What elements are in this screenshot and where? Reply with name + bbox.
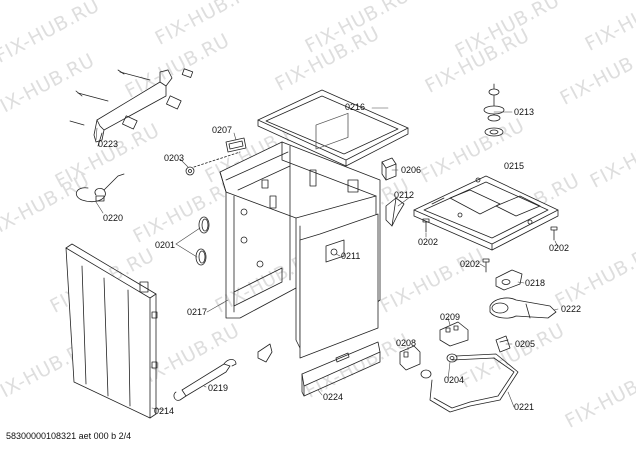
bellows-0205-drawing: [495, 335, 511, 353]
part-label-0205: 0205: [515, 339, 536, 349]
part-label-0221: 0221: [514, 402, 535, 412]
part-label-0216: 0216: [345, 102, 366, 112]
hose-0218-drawing: [495, 269, 523, 291]
leader-lines: [95, 107, 559, 411]
part-label-0206: 0206: [401, 165, 422, 175]
part-label-0218: 0218: [525, 278, 546, 288]
wire-0221-drawing: [429, 353, 519, 413]
part-label-0201: 0201: [155, 240, 176, 250]
part-label-0212: 0212: [394, 190, 415, 200]
back-panel-0211-drawing: [299, 213, 379, 359]
part-label-0219: 0219: [208, 383, 229, 393]
side-panel-0214-drawing: [65, 243, 158, 419]
worktop-0216-drawing: [257, 89, 409, 167]
screws-0202-drawing: [422, 218, 558, 273]
part-label-0222: 0222: [561, 304, 582, 314]
part-label-0215: 0215: [504, 161, 525, 171]
wrench-0219-drawing: [173, 359, 237, 401]
module-0209-drawing: [439, 321, 469, 347]
cable-0220-drawing: [75, 173, 125, 203]
part-label-0220: 0220: [103, 213, 124, 223]
connector-0208-drawing: [399, 345, 421, 371]
document-reference: 58300000108321 aet 000 b 2/4: [6, 431, 132, 441]
part-label-0209: 0209: [440, 312, 461, 322]
part-label-0202: 0202: [549, 243, 570, 253]
part-label-0208: 0208: [396, 338, 417, 348]
pump-0222-drawing: [489, 297, 557, 319]
clip-small-drawing: [257, 343, 273, 363]
bracket-0223-drawing: [69, 68, 194, 147]
plinth-0224-drawing: [301, 341, 381, 397]
small-parts-0207-0203-drawing: [185, 137, 247, 176]
part-label-0214: 0214: [154, 406, 175, 416]
part-label-0207: 0207: [212, 125, 233, 135]
part-label-0204: 0204: [444, 375, 465, 385]
part-label-0224: 0224: [323, 392, 344, 402]
part-label-0223: 0223: [98, 139, 119, 149]
part-label-0202: 0202: [460, 259, 481, 269]
part-label-0217: 0217: [187, 307, 208, 317]
damper-0213-drawing: [483, 83, 505, 137]
part-label-0202: 0202: [418, 237, 439, 247]
foot-0206-drawing: [381, 157, 397, 181]
part-label-0213: 0213: [514, 107, 535, 117]
clip-0212-drawing: [385, 197, 405, 227]
part-label-0203: 0203: [164, 153, 185, 163]
rings-0201-drawing: [195, 216, 210, 266]
base-frame-0215-drawing: [413, 175, 559, 251]
part-label-0211: 0211: [341, 251, 361, 261]
